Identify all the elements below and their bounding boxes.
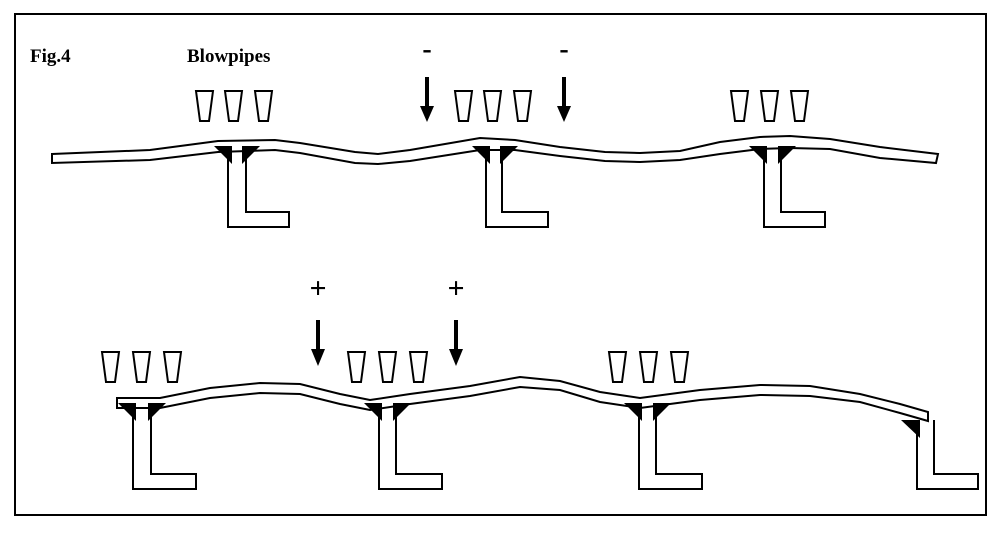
bottom-arrow-1 xyxy=(311,320,325,366)
top-arrow-2-sign: - xyxy=(559,34,568,65)
bottom-support-2 xyxy=(364,403,443,490)
bottom-blowpipe-group-1 xyxy=(100,351,183,383)
bottom-blowpipe-group-2 xyxy=(346,351,429,383)
bottom-arrow-2-sign: + xyxy=(447,272,464,305)
top-support-3 xyxy=(749,146,826,228)
top-glass-sheet xyxy=(51,134,940,166)
bottom-support-1 xyxy=(118,403,197,490)
bottom-row xyxy=(100,351,979,490)
figure-label: Fig.4 xyxy=(30,46,71,67)
bottom-glass-sheet xyxy=(116,375,929,423)
bottom-support-4 xyxy=(901,420,979,490)
bottom-support-3 xyxy=(624,403,703,490)
top-arrow-2 xyxy=(557,77,571,122)
bottom-blowpipe-group-3 xyxy=(607,351,690,383)
top-blowpipe-group-3 xyxy=(729,90,810,122)
bottom-arrow-2 xyxy=(449,320,463,366)
top-arrow-1 xyxy=(420,77,434,122)
figure-frame xyxy=(14,13,987,516)
top-blowpipe-group-2 xyxy=(453,90,533,122)
top-row xyxy=(51,90,940,228)
top-blowpipe-group-1 xyxy=(194,90,274,122)
blowpipes-label: Blowpipes xyxy=(187,46,270,67)
top-support-2 xyxy=(472,146,549,228)
top-arrow-1-sign: - xyxy=(422,34,431,65)
top-support-1 xyxy=(214,146,290,228)
bottom-arrow-1-sign: + xyxy=(309,272,326,305)
